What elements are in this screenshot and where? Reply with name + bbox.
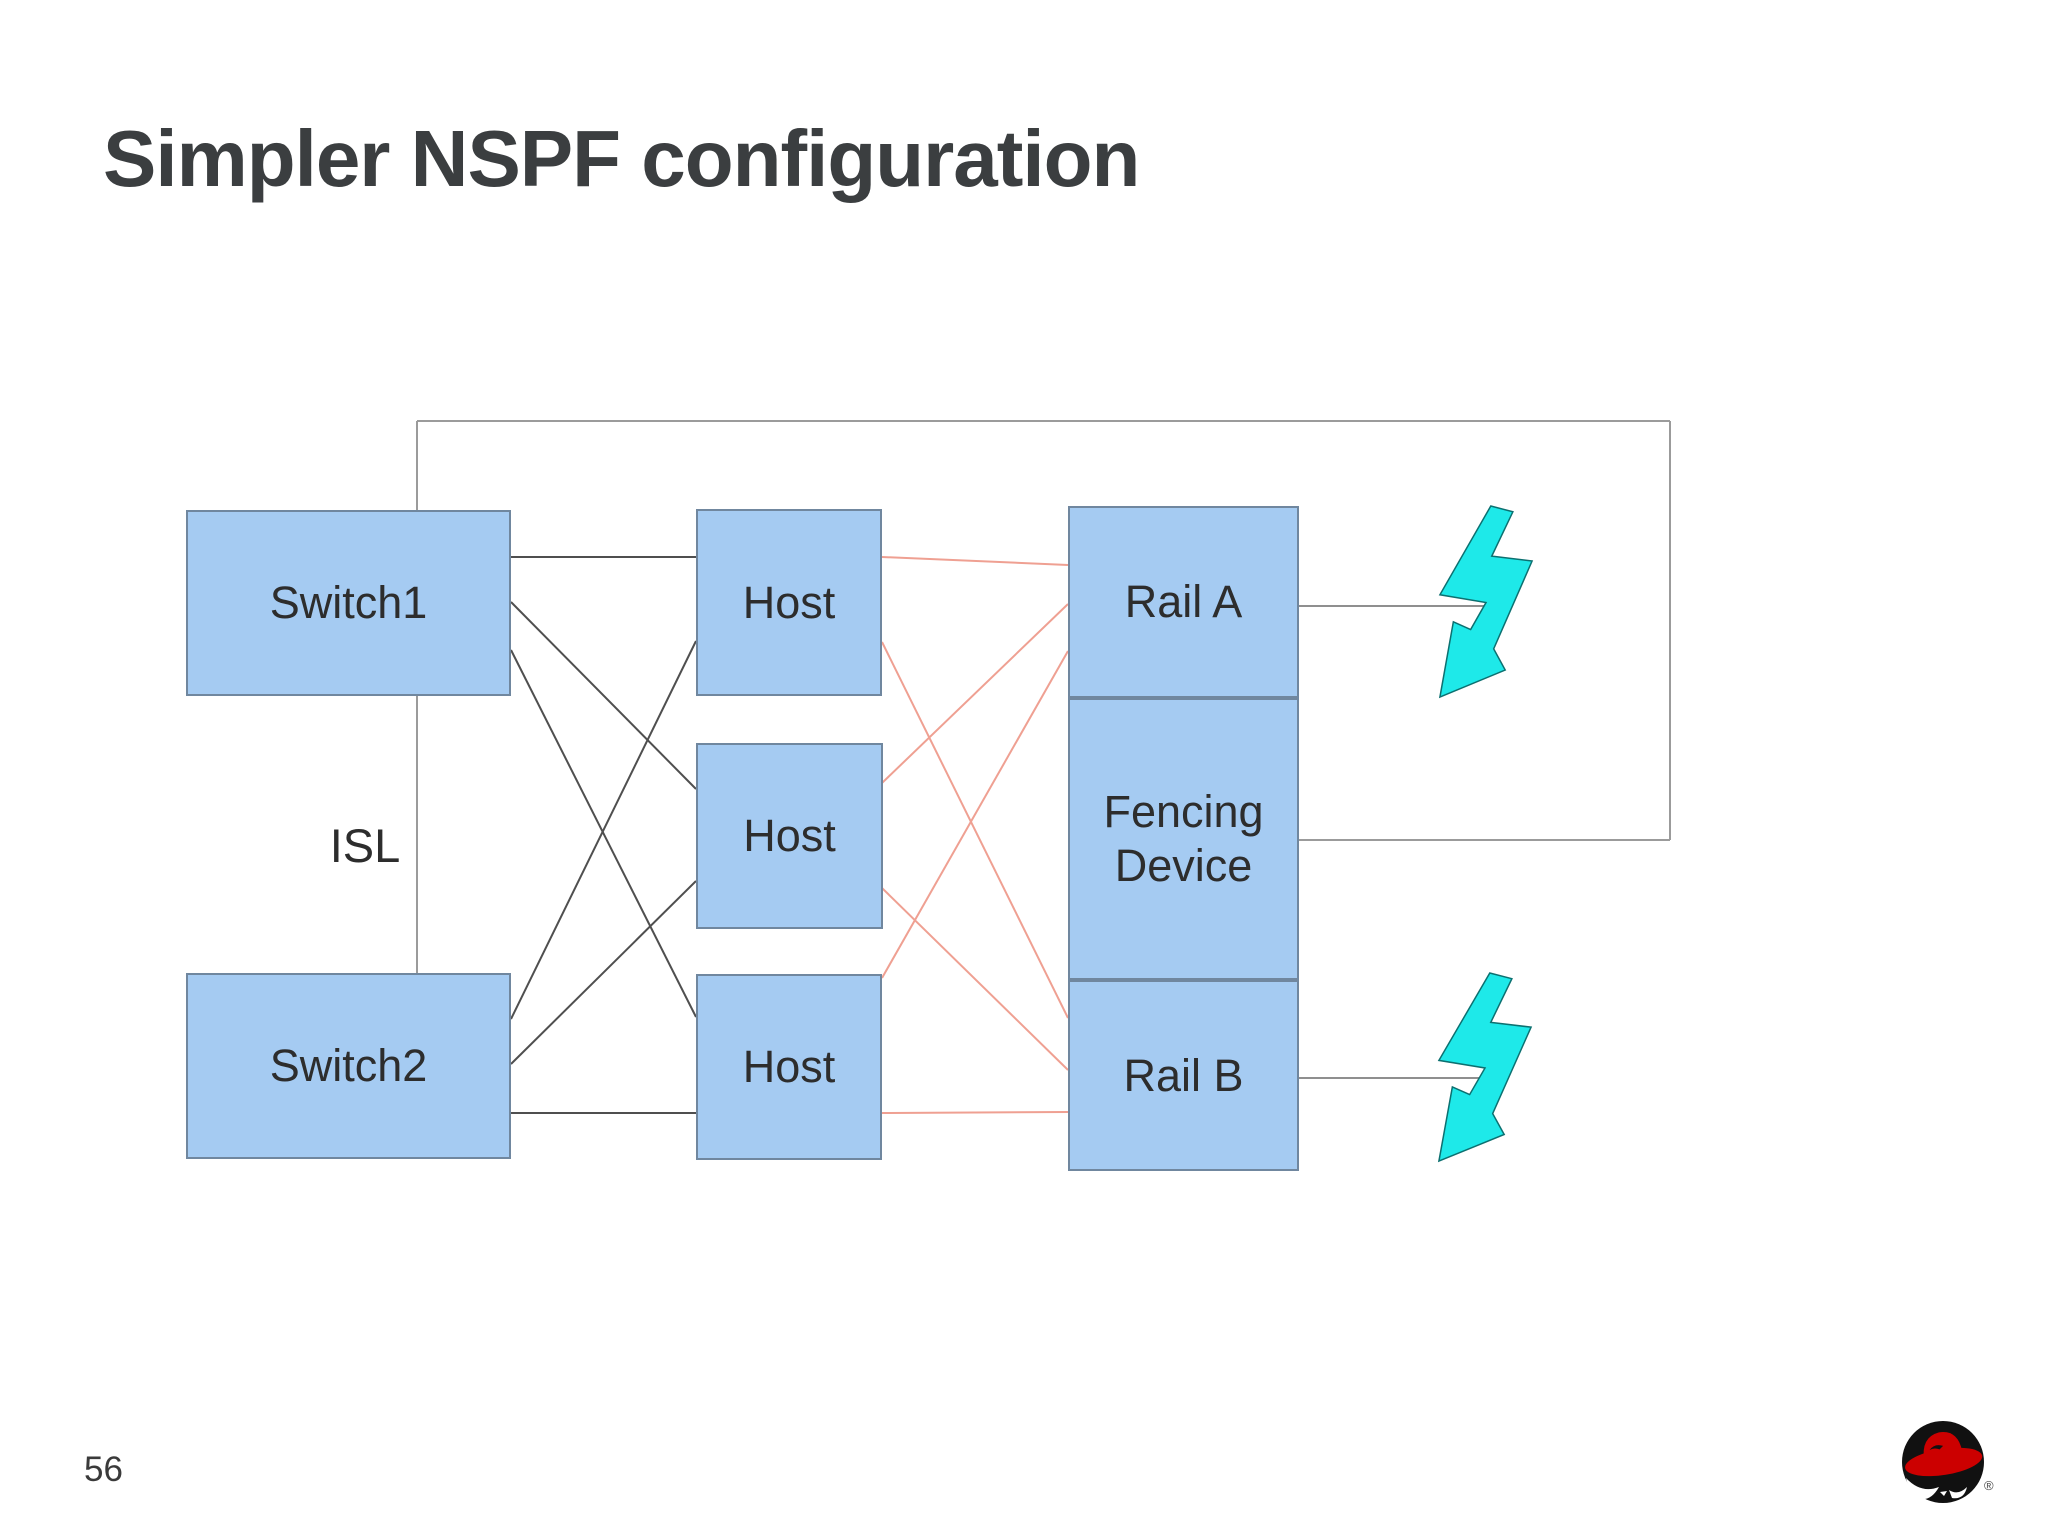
edge-host-rail xyxy=(881,641,1069,1019)
edge-host-rail xyxy=(881,887,1069,1071)
lightning-bolt-a xyxy=(1440,506,1532,697)
slide-title: Simpler NSPF configuration xyxy=(103,114,1140,203)
node-label: Host xyxy=(742,576,836,628)
node-host3: Host xyxy=(696,974,882,1160)
node-switch1: Switch1 xyxy=(186,510,511,696)
edge-switch-host xyxy=(510,640,697,1020)
node-label: Switch2 xyxy=(269,1040,428,1091)
edge-switch-host xyxy=(510,880,697,1065)
node-label: Rail B xyxy=(1123,1049,1244,1101)
page-number: 56 xyxy=(84,1450,123,1489)
node-rail-a: Rail A xyxy=(1068,506,1299,698)
isl-label: ISL xyxy=(329,819,401,872)
node-label: Host xyxy=(742,1041,836,1092)
edge-switch-host xyxy=(510,601,697,790)
node-label: Device xyxy=(1114,840,1253,891)
lightning-bolt-b xyxy=(1439,973,1531,1161)
edge-host-rail xyxy=(881,1111,1069,1114)
edge-host-rail xyxy=(881,650,1069,979)
node-host2: Host xyxy=(696,743,883,929)
edge-switch-host xyxy=(510,649,697,1018)
redhat-logo xyxy=(1902,1421,1984,1503)
edge-host-rail xyxy=(881,556,1069,566)
node-label: Rail A xyxy=(1124,576,1243,627)
node-label: Host xyxy=(743,810,836,861)
node-switch2: Switch2 xyxy=(186,973,511,1159)
registered-mark: ® xyxy=(1984,1478,1994,1493)
node-host1: Host xyxy=(696,509,882,696)
node-label: Switch1 xyxy=(269,577,428,628)
node-label: Fencing xyxy=(1103,786,1264,837)
node-rail-b: Rail B xyxy=(1068,980,1299,1171)
edge-host-rail xyxy=(881,603,1069,784)
